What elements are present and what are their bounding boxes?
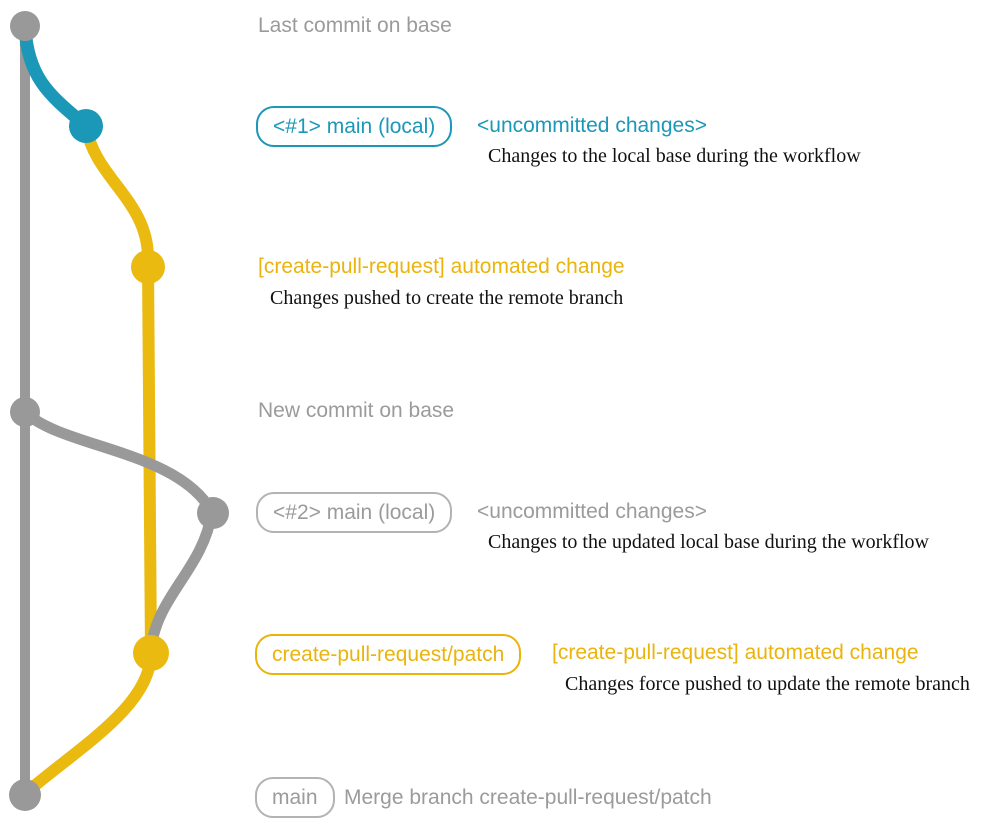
commit-node-local2 — [197, 497, 229, 529]
push1-title: [create-pull-request] automated change — [258, 255, 625, 278]
merge-badge-wrap: main — [255, 777, 335, 819]
commit-node-patch1 — [131, 250, 165, 284]
push1-caption: Changes pushed to create the remote bran… — [270, 287, 624, 309]
label-last-commit: Last commit on base — [258, 14, 452, 37]
commit-node-last-base — [10, 11, 40, 41]
push2-title: [create-pull-request] automated change — [552, 641, 919, 664]
branch2-badge-wrap: <#2> main (local) — [256, 492, 453, 534]
patch-badge-wrap: create-pull-request/patch — [255, 634, 522, 676]
patch-branch-badge: create-pull-request/patch — [255, 634, 522, 676]
label-new-commit: New commit on base — [258, 399, 455, 422]
branch2-caption: Changes to the updated local base during… — [488, 531, 929, 553]
branch1-badge: <#1> main (local) — [256, 106, 453, 148]
commit-node-local1 — [69, 109, 103, 143]
commit-node-new-base — [10, 397, 40, 427]
branch1-status: <uncommitted changes> — [477, 114, 707, 137]
commit-graph — [9, 11, 229, 811]
branch2-badge: <#2> main (local) — [256, 492, 453, 534]
branch1-caption: Changes to the local base during the wor… — [488, 145, 861, 167]
commit-node-merge — [9, 779, 41, 811]
merge-caption: Merge branch create-pull-request/patch — [344, 786, 712, 809]
edge-base-to-local1 — [18, 21, 93, 133]
push2-caption: Changes force pushed to update the remot… — [565, 673, 970, 695]
edge-local2-to-patch — [145, 506, 218, 656]
branch2-status: <uncommitted changes> — [477, 500, 707, 523]
branch1-badge-wrap: <#1> main (local) — [256, 106, 453, 148]
edge-base-to-local2 — [19, 406, 218, 518]
commit-node-patch2 — [133, 635, 169, 671]
main-badge: main — [255, 777, 335, 819]
